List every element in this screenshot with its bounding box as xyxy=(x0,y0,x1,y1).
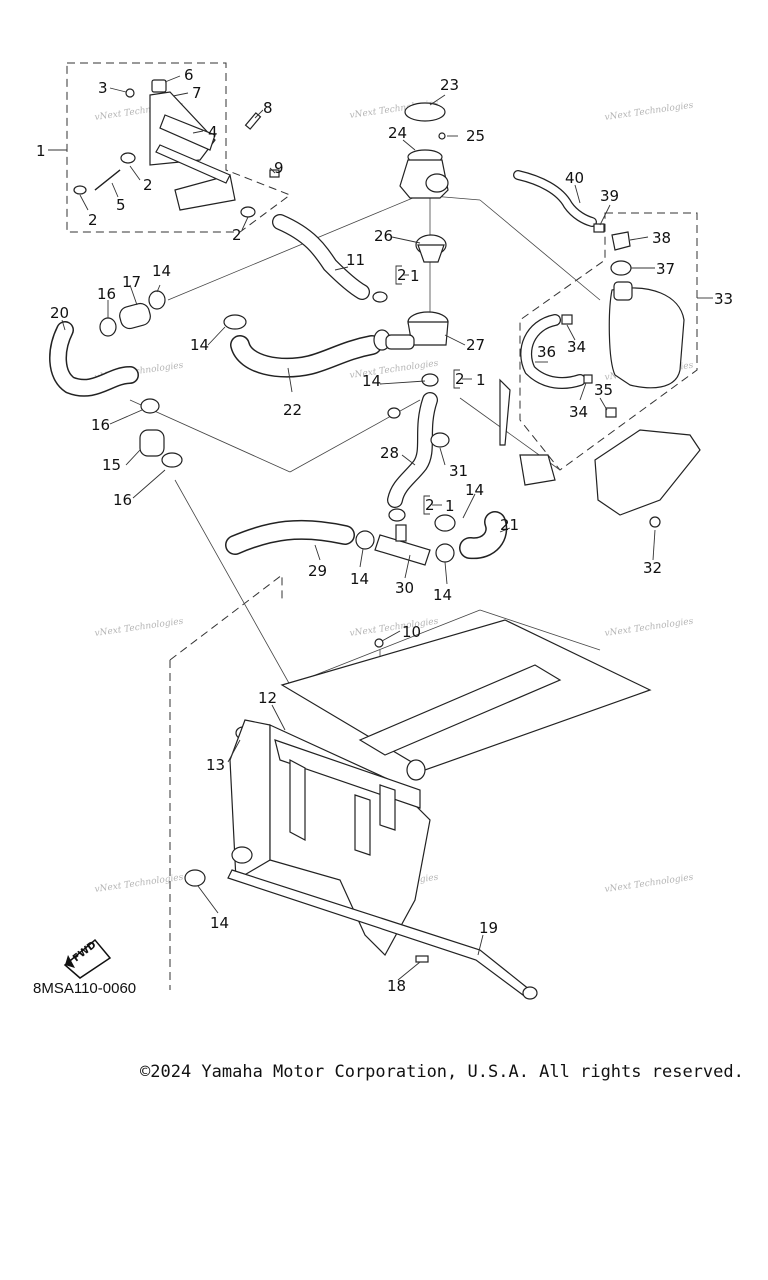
reservoir-tank xyxy=(499,281,701,516)
breather-assembly xyxy=(73,79,280,218)
callout-14: 14 xyxy=(350,570,369,588)
subref-suffix: 1 xyxy=(445,497,455,515)
callout-21: 21 xyxy=(500,516,519,534)
callout-35: 35 xyxy=(594,381,613,399)
callout-32: 32 xyxy=(643,559,662,577)
callout-6: 6 xyxy=(184,66,194,84)
subref-brackets: 2 1 2 1 2 1 xyxy=(395,265,486,515)
callout-23: 23 xyxy=(440,76,459,94)
callout-30: 30 xyxy=(395,579,414,597)
watermark: vNext Technologies xyxy=(604,873,694,895)
subref-suffix: 1 xyxy=(410,267,420,285)
callout-3: 3 xyxy=(98,79,108,97)
watermark: vNext Technologies xyxy=(604,101,694,123)
callout-38: 38 xyxy=(652,229,671,247)
callout-15: 15 xyxy=(102,456,121,474)
watermark: vNext Technologies xyxy=(94,873,184,895)
callout-9: 9 xyxy=(274,159,284,177)
subref-suffix: 1 xyxy=(476,371,486,389)
subref-num: 2 xyxy=(397,266,407,284)
callout-26: 26 xyxy=(374,227,393,245)
callout-34: 34 xyxy=(567,338,586,356)
callout-31: 31 xyxy=(449,462,468,480)
watermark: vNext Technologies xyxy=(94,617,184,639)
assembly-33-outline xyxy=(519,212,698,471)
callout-19: 19 xyxy=(479,919,498,937)
callout-2: 2 xyxy=(232,226,242,244)
hose-20 xyxy=(49,321,139,397)
hose-21 xyxy=(459,511,508,560)
callout-27: 27 xyxy=(466,336,485,354)
callout-37: 37 xyxy=(656,260,675,278)
callout-16: 16 xyxy=(97,285,116,303)
callout-13: 13 xyxy=(206,756,225,774)
callout-33: 33 xyxy=(714,290,733,308)
callout-25: 25 xyxy=(466,127,485,145)
callout-22: 22 xyxy=(283,401,302,419)
callout-16: 16 xyxy=(91,416,110,434)
callout-16: 16 xyxy=(113,491,132,509)
callout-14: 14 xyxy=(465,481,484,499)
assembly-outlines xyxy=(66,62,698,990)
watermark: vNext Technologies xyxy=(604,617,694,639)
callout-14: 14 xyxy=(433,586,452,604)
fwd-arrow-icon: FWD xyxy=(63,938,112,979)
callout-14: 14 xyxy=(362,372,381,390)
subref-num: 2 xyxy=(455,370,465,388)
leader-lines xyxy=(48,75,713,981)
watermark: vNext Technologies xyxy=(349,617,439,639)
hose-22 xyxy=(230,335,382,378)
callout-12: 12 xyxy=(258,689,277,707)
assembly-1-outline xyxy=(66,62,292,233)
hose-36 xyxy=(520,314,586,389)
callout-5: 5 xyxy=(116,196,126,214)
thermostat-assembly xyxy=(385,102,449,350)
copyright-notice: ©2024 Yamaha Motor Corporation, U.S.A. A… xyxy=(140,1062,744,1082)
callout-2: 2 xyxy=(143,176,153,194)
callout-17: 17 xyxy=(122,273,141,291)
hose-11 xyxy=(272,214,370,300)
callout-36: 36 xyxy=(537,343,556,361)
callout-1: 1 xyxy=(36,142,46,160)
callout-labels: 1 2 2 2 3 4 5 6 7 8 9 10 11 12 13 14 14 … xyxy=(36,66,733,995)
callout-10: 10 xyxy=(402,623,421,641)
catalog-code: 8MSA110-0060 xyxy=(33,980,136,997)
parts-diagram: vNext Technologies vNext Technologies vN… xyxy=(33,62,733,1000)
callout-2: 2 xyxy=(88,211,98,229)
callout-24: 24 xyxy=(388,124,407,142)
hose-28 xyxy=(387,392,438,508)
callout-40: 40 xyxy=(565,169,584,187)
callout-14: 14 xyxy=(210,914,229,932)
callout-34: 34 xyxy=(569,403,588,421)
callout-29: 29 xyxy=(308,562,327,580)
callout-28: 28 xyxy=(380,444,399,462)
callout-18: 18 xyxy=(387,977,406,995)
callout-39: 39 xyxy=(600,187,619,205)
hose-40 xyxy=(513,170,597,227)
callout-4: 4 xyxy=(208,123,218,141)
hose-29 xyxy=(225,519,355,555)
radiator-frame xyxy=(227,619,652,1000)
callout-11: 11 xyxy=(346,251,365,269)
callout-7: 7 xyxy=(192,84,202,102)
callout-14: 14 xyxy=(190,336,209,354)
callout-20: 20 xyxy=(50,304,69,322)
fittings xyxy=(99,223,661,887)
callout-8: 8 xyxy=(263,99,273,117)
frame-assembly-outline xyxy=(169,573,283,990)
callout-14: 14 xyxy=(152,262,171,280)
subref-num: 2 xyxy=(425,496,435,514)
